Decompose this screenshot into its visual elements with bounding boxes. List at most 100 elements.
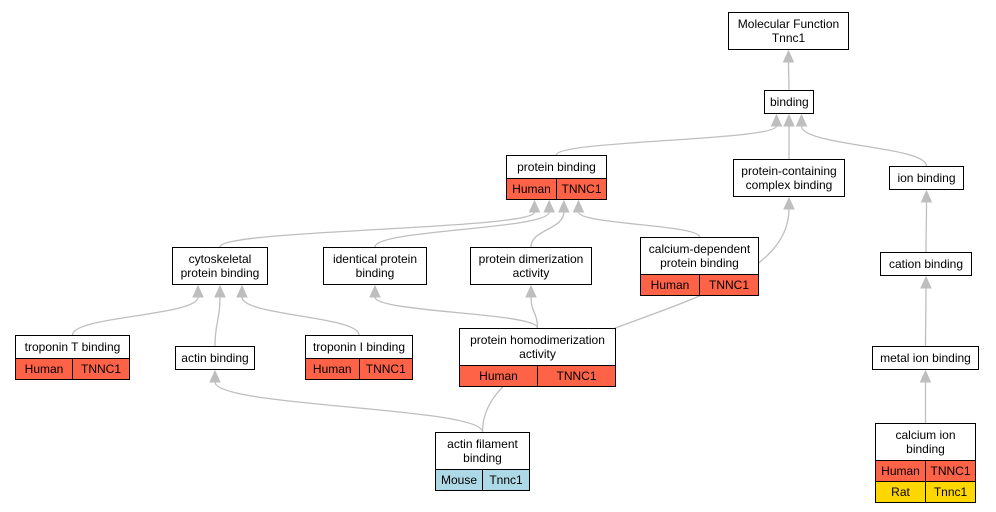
annotation-row: Human TNNC1 [876,460,975,481]
arrowhead [795,113,808,127]
arrowhead [920,275,932,289]
arrowhead [528,199,541,213]
edge-cytoskeletal-protein-binding-to-protein-binding [219,211,536,248]
term-label-line: binding [906,442,945,456]
term-label-line: binding [770,95,809,109]
term-label-line: cation binding [888,257,964,271]
annotation-row: Human TNNC1 [306,358,412,379]
edge-actin-filament-binding-to-protein-containing-complex-binding [481,208,790,433]
edge-identical-protein-binding-to-protein-binding [374,211,550,248]
term-label-line: activity [512,266,550,280]
term-label: troponin I binding [306,336,412,358]
arrowhead [525,284,537,298]
term-label-line: protein binding [660,256,739,270]
species-cell: Human [650,278,690,292]
term-label-line: protein binding [517,160,596,174]
arrowhead [783,113,795,127]
term-node-ion-binding[interactable]: ion binding [889,166,964,190]
term-label: ion binding [890,167,963,189]
term-label-line: metal ion binding [880,351,971,365]
term-node-metal-ion-binding[interactable]: metal ion binding [872,346,979,370]
term-label-line: cytoskeletal [188,252,252,266]
term-label: binding [765,91,813,113]
term-label-line: Molecular Function [737,17,840,31]
term-label-line: Tnnc1 [771,31,806,45]
species-cell: Human [881,464,920,478]
edge-actin-filament-binding-to-actin-binding [214,381,484,433]
edge-protein-binding-to-binding [555,125,778,156]
gene-cell[interactable]: TNNC1 [925,461,975,481]
term-node-cation-binding[interactable]: cation binding [880,252,972,276]
annotation-row: Human TNNC1 [460,365,615,386]
term-label-line: binding [355,266,395,280]
arrowhead [192,284,204,298]
species-cell: Human [24,362,64,376]
edge-calcium-dependent-protein-binding-to-protein-binding [577,211,701,238]
term-label-line: binding [463,451,502,465]
term-label-line: protein homodimerization [470,333,605,347]
arrowhead [783,196,795,210]
annotation-row: Mouse Tnnc1 [436,469,529,490]
term-label-line: calcium-dependent [648,242,751,256]
gene-cell[interactable]: TNNC1 [699,275,758,295]
term-label: cation binding [881,253,971,275]
species-cell: Mouse [440,473,478,487]
term-label-line: activity [519,347,556,361]
term-label: metal ion binding [873,347,978,369]
species-cell: Human [479,369,518,383]
term-label-line: protein binding [180,266,260,280]
species-cell: Rat [891,485,910,499]
term-label: protein binding [507,156,606,178]
annotation-row: Human TNNC1 [641,274,758,295]
term-node-actin-binding[interactable]: actin binding [175,346,255,370]
gene-cell[interactable]: TNNC1 [72,359,129,379]
arrowhead [543,199,555,213]
term-label-line: actin binding [181,351,249,365]
arrowhead [209,369,221,383]
term-label-line: identical protein [332,252,418,266]
term-label-line: actin filament [447,437,518,451]
term-node-binding[interactable]: binding [764,90,814,114]
edge-actin-binding-to-cytoskeletal-protein-binding [214,296,221,347]
gene-cell[interactable]: Tnnc1 [925,482,975,502]
term-label: actin binding [176,347,254,369]
arrowhead [572,199,585,213]
annotation-row: Human TNNC1 [507,178,606,199]
edge-cation-binding-to-ion-binding [925,201,928,253]
edge-binding-to-mf-root [787,61,790,91]
edge-protein-homodimerization-activity-to-protein-dimerization-activity [530,296,539,329]
gene-cell[interactable]: TNNC1 [358,359,413,379]
arrowhead [214,284,226,298]
gene-cell[interactable]: Tnnc1 [482,470,529,490]
edge-protein-dimerization-activity-to-protein-binding [530,211,565,248]
arrowhead [919,369,932,383]
species-cell: Human [512,182,551,196]
term-label-line: protein dimerization [478,252,584,266]
annotation-row: Rat Tnnc1 [876,481,975,502]
term-label: troponin T binding [16,336,129,358]
arrowhead [770,113,783,127]
species-cell: Human [312,362,352,376]
gene-cell[interactable]: TNNC1 [537,366,615,386]
gene-cell[interactable]: TNNC1 [556,179,606,199]
edge-troponin-t-binding-to-cytoskeletal-protein-binding [71,296,199,336]
